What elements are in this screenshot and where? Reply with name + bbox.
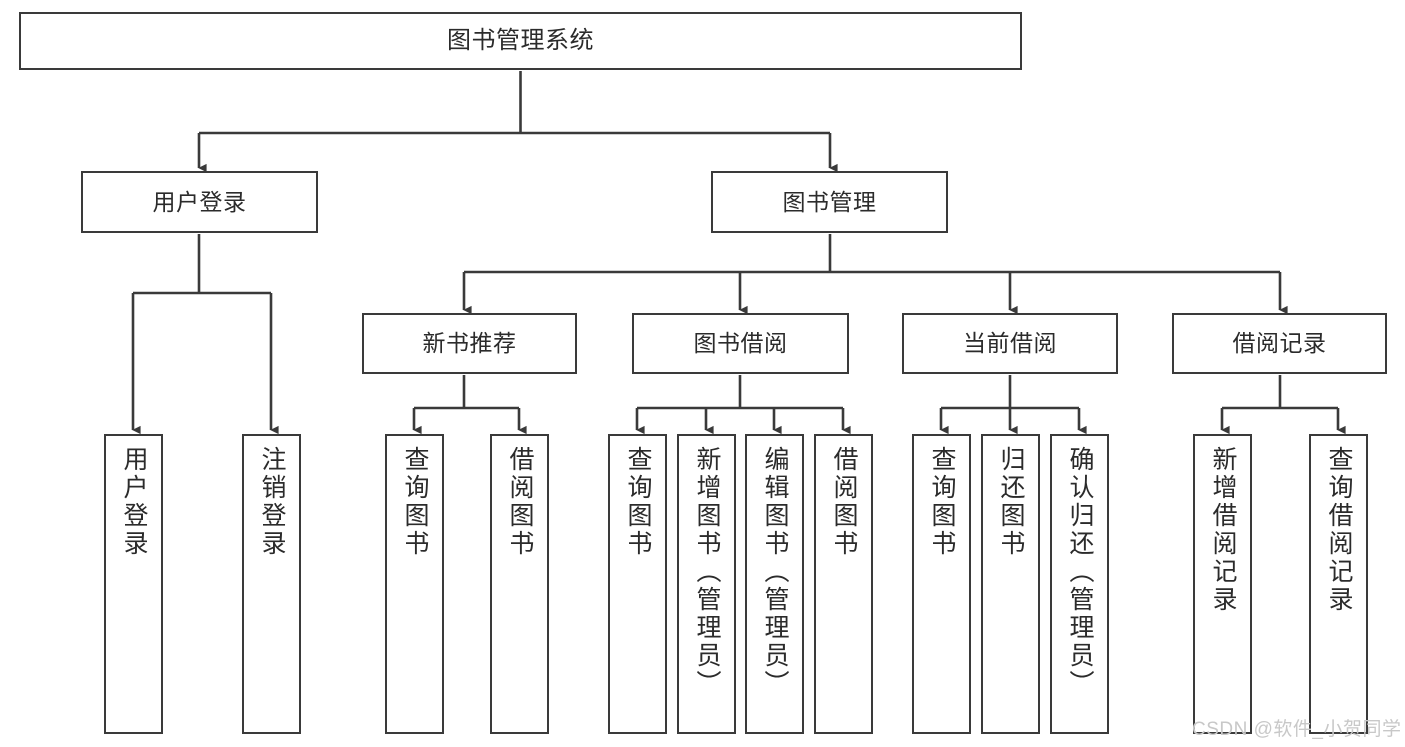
node-label: 当前借阅 [963, 330, 1057, 357]
node-label: 新增借阅记录 [1209, 446, 1237, 614]
node-label: 新增图书（管理员） [693, 446, 721, 698]
leaf-node-add-book[interactable]: 新增图书（管理员） [677, 434, 736, 734]
node-label: 注销登录 [258, 446, 286, 558]
leaf-node-user-login[interactable]: 用户登录 [104, 434, 163, 734]
node-label: 用户登录 [120, 446, 148, 558]
node-label: 借阅记录 [1232, 330, 1327, 357]
node-label: 图书管理 [782, 188, 877, 215]
node-user-login[interactable]: 用户登录 [81, 171, 318, 233]
watermark-text: CSDN @软件_小贺同学 [1192, 719, 1402, 740]
leaf-node-query-book-current[interactable]: 查询图书 [912, 434, 971, 734]
leaf-node-borrow-book-recommend[interactable]: 借阅图书 [490, 434, 549, 734]
leaf-node-logout[interactable]: 注销登录 [242, 434, 301, 734]
node-book-management[interactable]: 图书管理 [711, 171, 948, 233]
node-label: 归还图书 [997, 446, 1025, 558]
leaf-node-query-borrow-record[interactable]: 查询借阅记录 [1309, 434, 1368, 734]
node-label: 借阅图书 [506, 446, 534, 558]
leaf-node-add-borrow-record[interactable]: 新增借阅记录 [1193, 434, 1252, 734]
node-new-book-recommend[interactable]: 新书推荐 [362, 313, 577, 374]
node-label: 查询图书 [401, 446, 429, 558]
node-label: 查询图书 [928, 446, 956, 558]
node-current-borrow[interactable]: 当前借阅 [902, 313, 1118, 374]
node-label: 查询图书 [624, 446, 652, 558]
node-label: 确认归还（管理员） [1066, 446, 1094, 698]
leaf-node-borrow-book[interactable]: 借阅图书 [814, 434, 873, 734]
leaf-node-query-book-recommend[interactable]: 查询图书 [385, 434, 444, 734]
node-label: 图书管理系统 [447, 27, 594, 55]
leaf-node-edit-book[interactable]: 编辑图书（管理员） [745, 434, 804, 734]
node-label: 图书借阅 [693, 330, 788, 357]
node-label: 新书推荐 [422, 330, 517, 357]
leaf-node-return-book[interactable]: 归还图书 [981, 434, 1040, 734]
node-book-borrow[interactable]: 图书借阅 [632, 313, 849, 374]
leaf-node-confirm-return[interactable]: 确认归还（管理员） [1050, 434, 1109, 734]
node-label: 编辑图书（管理员） [761, 446, 789, 698]
leaf-node-query-book-borrow[interactable]: 查询图书 [608, 434, 667, 734]
node-label: 查询借阅记录 [1325, 446, 1353, 614]
node-label: 借阅图书 [830, 446, 858, 558]
node-root-book-management-system[interactable]: 图书管理系统 [19, 12, 1022, 70]
node-borrow-record[interactable]: 借阅记录 [1172, 313, 1387, 374]
node-label: 用户登录 [152, 188, 247, 215]
